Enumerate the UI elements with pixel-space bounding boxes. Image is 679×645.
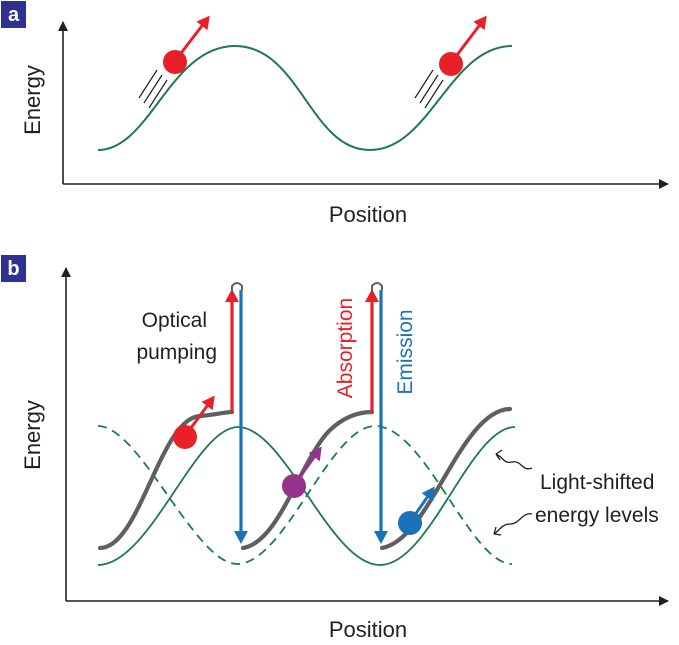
panel-b-atom-purple-particle [282, 474, 306, 498]
panel-a: a Energy Position [1, 1, 669, 227]
panel-b-badge-box [1, 255, 26, 282]
panel-b-atom-energy-path [97, 406, 513, 551]
panel-b-solid-energy-level [97, 426, 516, 566]
motion-line [414, 69, 434, 99]
panel-b-atom-blue [398, 486, 435, 535]
panel-b-atom-blue-particle [398, 511, 422, 535]
motion-line [148, 79, 168, 109]
panel-b-pumping-cycle-1 [225, 282, 248, 544]
panel-b-upper-state-loop-1 [231, 282, 243, 292]
panel-a-atom-1 [138, 15, 210, 109]
optical-pumping-label-line1: Optical [142, 309, 207, 332]
pointer-to-dashed-level [493, 513, 533, 535]
panel-b-atom-red-particle [173, 425, 197, 449]
panel-b-pumping-cycle-2 [365, 282, 388, 544]
pointer-to-solid-level [495, 453, 533, 470]
panel-a-badge: a [1, 1, 26, 28]
panel-a-atom-2-particle [439, 52, 463, 76]
light-shifted-label-line2: energy levels [535, 504, 659, 527]
optical-pumping-label-line2: pumping [136, 341, 217, 364]
panel-a-y-axis-label: Energy [20, 65, 45, 135]
panel-b-atom-red [173, 395, 215, 449]
panel-a-atom-1-particle [163, 50, 187, 74]
panel-b: b Energy Position [1, 255, 669, 642]
absorption-label: Absorption [334, 298, 357, 398]
motion-line [424, 79, 444, 109]
panel-b-atom-purple [282, 446, 322, 498]
motion-line [143, 74, 163, 104]
panel-b-badge: b [1, 255, 26, 282]
panel-a-x-axis-label: Position [329, 202, 407, 227]
panel-a-badge-box [1, 1, 26, 28]
pointer-arrowhead-1 [495, 449, 503, 461]
light-shifted-label-line1: Light-shifted [540, 471, 654, 494]
emission-label: Emission [394, 309, 417, 394]
panel-a-atom-2 [414, 15, 487, 109]
pointer-arrowhead-2 [493, 526, 502, 536]
motion-line [138, 69, 158, 99]
panel-b-y-axis-label: Energy [20, 400, 45, 470]
panel-b-x-axis-label: Position [329, 617, 407, 642]
panel-a-potential-curve [97, 44, 513, 152]
panel-b-upper-state-loop-2 [371, 282, 383, 292]
panel-b-label: b [7, 258, 19, 280]
motion-line [419, 74, 439, 104]
panel-a-label: a [8, 4, 20, 26]
